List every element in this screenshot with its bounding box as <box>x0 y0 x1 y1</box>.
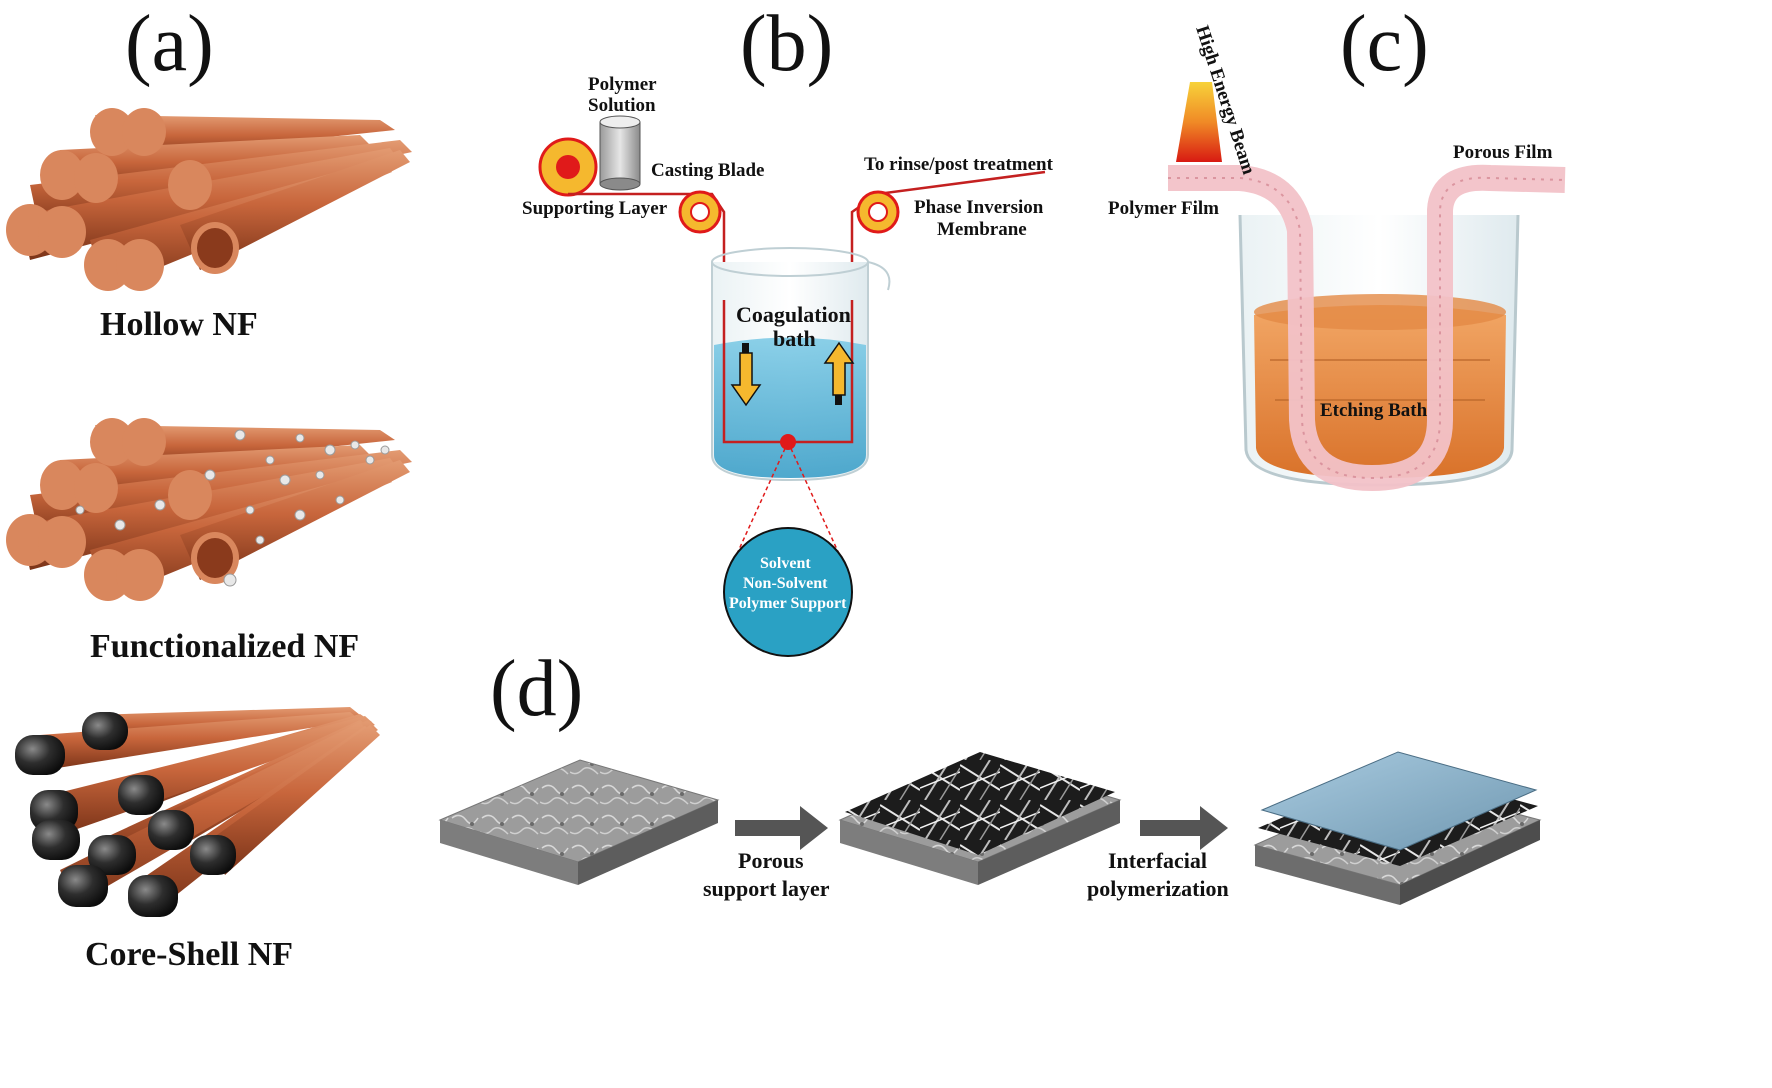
supporting-layer-label: Supporting Layer <box>522 198 668 219</box>
porous-support-slab <box>438 759 720 885</box>
fiber-support-slab <box>838 752 1122 885</box>
coagulation-label-2: bath <box>773 326 816 351</box>
interfacial-label-2: polymerization <box>1087 876 1229 901</box>
energy-beam <box>1176 82 1222 162</box>
polymer-film-label: Polymer Film <box>1108 198 1219 219</box>
arrow-1 <box>735 806 828 850</box>
track-etching-diagram <box>1168 82 1566 491</box>
phase-inversion-label-2: Membrane <box>937 219 1027 240</box>
panel-a-letter: (a) <box>125 0 214 88</box>
polymer-solution-label-2: Solution <box>588 95 656 116</box>
etching-beaker <box>1238 214 1520 487</box>
functionalized-nf-label: Functionalized NF <box>90 628 359 665</box>
zoom-circle <box>723 527 853 657</box>
polymer-solution-label-1: Polymer <box>588 74 657 95</box>
zoom-text-polymer-support: Polymer Support <box>729 595 847 612</box>
membrane-slab <box>1253 751 1542 905</box>
rinse-label: To rinse/post treatment <box>864 154 1054 175</box>
functionalized-nf-bundle <box>6 418 412 601</box>
panel-b-letter: (b) <box>740 0 833 88</box>
etching-bath-label: Etching Bath <box>1320 400 1428 421</box>
down-arrow <box>730 343 762 407</box>
panel-d-letter: (d) <box>490 645 583 733</box>
hollow-nf-label: Hollow NF <box>100 306 258 343</box>
casting-blade-label: Casting Blade <box>651 160 765 181</box>
panel-c-letter: (c) <box>1340 0 1429 88</box>
arrow-2 <box>1140 806 1228 850</box>
polymer-solution-container <box>599 115 641 191</box>
interfacial-label-1: Interfacial <box>1108 848 1207 873</box>
phase-inversion-label-1: Phase Inversion <box>914 197 1044 218</box>
porous-support-label-1: Porous <box>738 848 804 873</box>
interfacial-polymerization-diagram <box>438 751 1542 905</box>
up-arrow <box>823 341 855 405</box>
hollow-nf-bundle <box>6 108 412 291</box>
porous-film-label: Porous Film <box>1453 142 1553 163</box>
coagulation-beaker <box>711 247 891 482</box>
core-shell-nf-label: Core-Shell NF <box>85 936 293 973</box>
zoom-text-solvent: Solvent <box>760 555 811 572</box>
zoom-text-non-solvent: Non-Solvent <box>743 575 828 592</box>
coagulation-label-1: Coagulation <box>736 302 851 327</box>
porous-support-label-2: support layer <box>703 876 830 901</box>
phase-inversion-diagram <box>538 115 1046 657</box>
core-shell-nf-bundle <box>15 707 380 917</box>
